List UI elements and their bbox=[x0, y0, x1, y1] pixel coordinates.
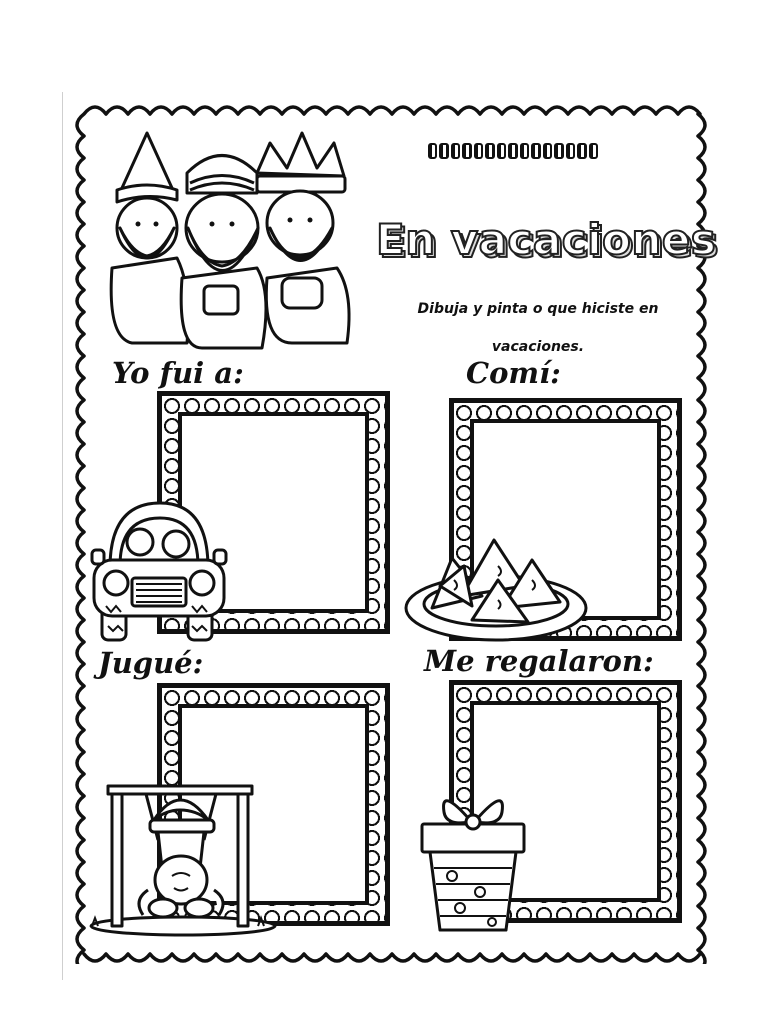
page-edge-line bbox=[62, 92, 63, 980]
label-jugue: Jugué: bbox=[98, 646, 204, 680]
watermark-stamp bbox=[428, 143, 599, 159]
instructions-line-1: Dibuja y pinta o que hiciste en bbox=[417, 301, 659, 317]
child-on-swing-icon bbox=[89, 784, 277, 937]
drawing-area-jugue[interactable] bbox=[178, 704, 369, 905]
page-title-shadow: En vacaciones bbox=[378, 217, 720, 268]
label-yo-fui-a: Yo fui a: bbox=[112, 356, 244, 390]
gift-box-icon bbox=[420, 799, 526, 932]
label-comi: Comí: bbox=[466, 356, 561, 390]
instructions-line-2: vacaciones. bbox=[491, 339, 585, 355]
three-kings-icon bbox=[109, 131, 351, 350]
scallop-path bbox=[75, 105, 707, 964]
scalloped-border bbox=[75, 105, 707, 964]
nachos-plate-icon bbox=[404, 538, 588, 642]
label-me-regalaron: Me regalaron: bbox=[424, 644, 654, 678]
page-title: En vacaciones bbox=[375, 214, 717, 265]
car-icon bbox=[90, 501, 228, 642]
instructions: Dibuja y pinta o que hiciste en vacacion… bbox=[388, 290, 688, 366]
